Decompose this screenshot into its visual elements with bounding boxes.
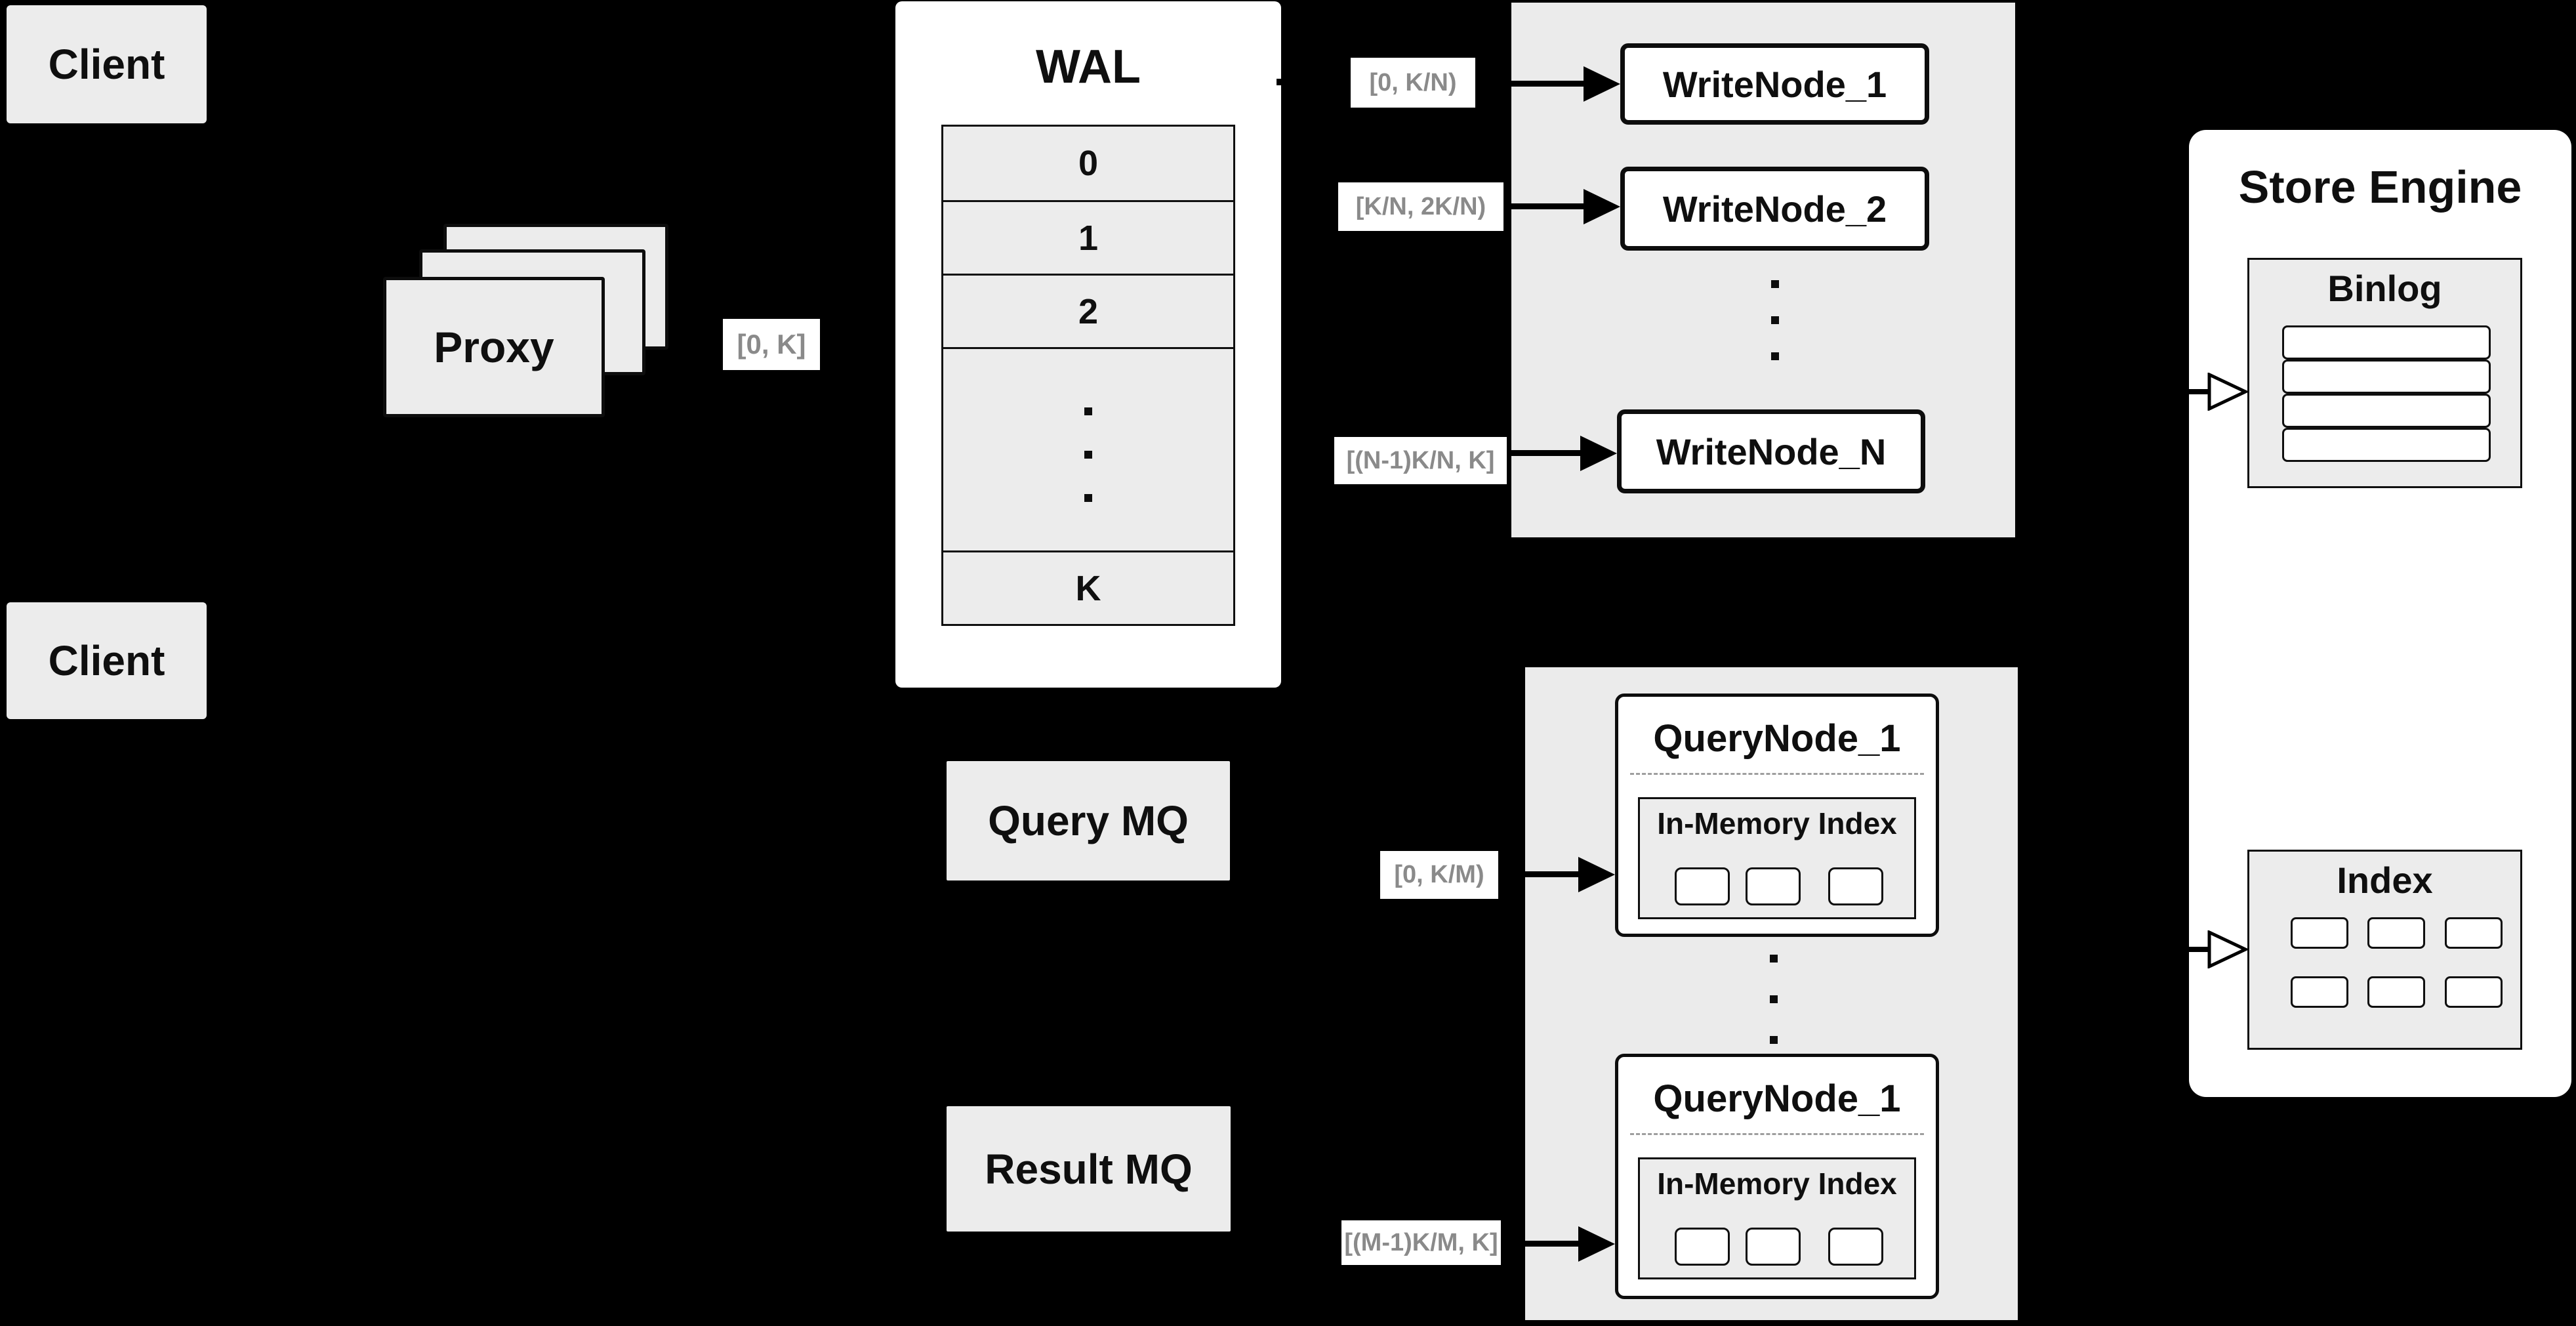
wal-segment-2: 2 <box>1078 291 1099 331</box>
wal-box: WAL 0 1 2 K <box>895 1 1281 688</box>
store-engine-title: Store Engine <box>2238 161 2522 213</box>
segment-cell <box>1675 1228 1730 1266</box>
querynode-ellipsis-dot <box>1770 955 1778 963</box>
writenode-ellipsis-dot <box>1771 316 1779 324</box>
arrow-to-writenode-n <box>1507 450 1580 456</box>
client-box-top: Client <box>7 5 207 123</box>
index-cell <box>2291 917 2348 949</box>
in-memory-index-box: In-Memory Index <box>1638 1157 1916 1279</box>
write-node-n-box: WriteNode_N <box>1617 409 1925 493</box>
in-memory-index-title: In-Memory Index <box>1657 1167 1897 1201</box>
store-engine-box: Store Engine Binlog Index <box>2189 130 2571 1097</box>
write-node-1-box: WriteNode_1 <box>1620 43 1929 125</box>
index-cell <box>2367 976 2425 1008</box>
arrowhead-icon <box>1578 857 1615 892</box>
in-memory-index-box: In-Memory Index <box>1638 797 1916 919</box>
query-node-m-title: QueryNode_1 <box>1653 1077 1901 1120</box>
range-chip-writenode-n: [(N-1)K/N, K] <box>1334 437 1507 484</box>
binlog-slot <box>2282 428 2491 462</box>
query-node-m-box: QueryNode_1 In-Memory Index <box>1615 1054 1939 1299</box>
query-mq-box: Query MQ <box>947 761 1230 881</box>
binlog-slot <box>2282 360 2491 394</box>
index-title: Index <box>2337 859 2433 901</box>
wal-segment-table: 0 1 2 K <box>941 125 1235 626</box>
arrow-to-writenode-1 <box>1475 81 1584 87</box>
wal-segment-0: 0 <box>1078 144 1099 183</box>
wal-ellipsis-dot <box>1084 451 1092 459</box>
writenode-ellipsis-dot <box>1771 352 1779 360</box>
wal-edge-tick <box>1277 79 1283 85</box>
binlog-slot <box>2282 325 2491 360</box>
query-node-1-box: QueryNode_1 In-Memory Index <box>1615 694 1939 937</box>
divider <box>1630 1133 1924 1135</box>
hollow-arrowhead-icon <box>2207 930 2248 968</box>
index-box: Index <box>2247 850 2522 1050</box>
segment-cell <box>1746 1228 1801 1266</box>
range-chip-writenode-1: [0, K/N) <box>1351 58 1475 108</box>
index-cell <box>2367 917 2425 949</box>
arrow-to-index <box>2189 947 2210 952</box>
range-chip-querynode-1: [0, K/M) <box>1380 851 1498 899</box>
index-cell <box>2291 976 2348 1008</box>
range-chip-writenode-2: [K/N, 2K/N) <box>1338 182 1503 231</box>
index-cell <box>2445 917 2503 949</box>
wal-title: WAL <box>1036 41 1141 93</box>
wal-ellipsis-dot <box>1084 494 1092 502</box>
in-memory-index-title: In-Memory Index <box>1657 806 1897 840</box>
arrow-to-writenode-2 <box>1503 203 1584 209</box>
segment-cell <box>1675 867 1730 905</box>
binlog-box: Binlog <box>2247 258 2522 488</box>
segment-cell <box>1828 867 1883 905</box>
arrowhead-icon <box>1584 189 1620 224</box>
query-node-1-title: QueryNode_1 <box>1653 716 1901 760</box>
wal-segment-1: 1 <box>1078 218 1099 258</box>
arrow-to-querynode-1 <box>1498 871 1578 877</box>
arrow-to-binlog <box>2189 389 2210 394</box>
wal-ellipsis-dot <box>1084 407 1092 415</box>
binlog-slot <box>2282 394 2491 428</box>
writenode-ellipsis-dot <box>1771 280 1779 288</box>
range-chip-querynode-m: [(M-1)K/M, K] <box>1341 1220 1501 1265</box>
querynode-ellipsis-dot <box>1770 995 1778 1003</box>
client-box-bottom: Client <box>7 602 207 719</box>
segment-cell <box>1828 1228 1883 1266</box>
arrowhead-icon <box>1584 66 1620 102</box>
arrow-to-querynode-m <box>1501 1241 1578 1247</box>
segment-cell <box>1746 867 1801 905</box>
arrowhead-icon <box>1580 436 1617 471</box>
divider <box>1630 773 1924 775</box>
binlog-title: Binlog <box>2327 267 2442 309</box>
range-chip-0-k: [0, K] <box>723 319 820 370</box>
querynode-ellipsis-dot <box>1770 1036 1778 1044</box>
arrowhead-icon <box>1578 1226 1615 1262</box>
result-mq-box: Result MQ <box>947 1106 1231 1232</box>
wal-segment-k: K <box>1075 568 1101 608</box>
index-cell <box>2445 976 2503 1008</box>
write-node-2-box: WriteNode_2 <box>1620 167 1929 251</box>
proxy-card-front: Proxy <box>383 277 605 417</box>
hollow-arrowhead-icon <box>2207 373 2248 411</box>
